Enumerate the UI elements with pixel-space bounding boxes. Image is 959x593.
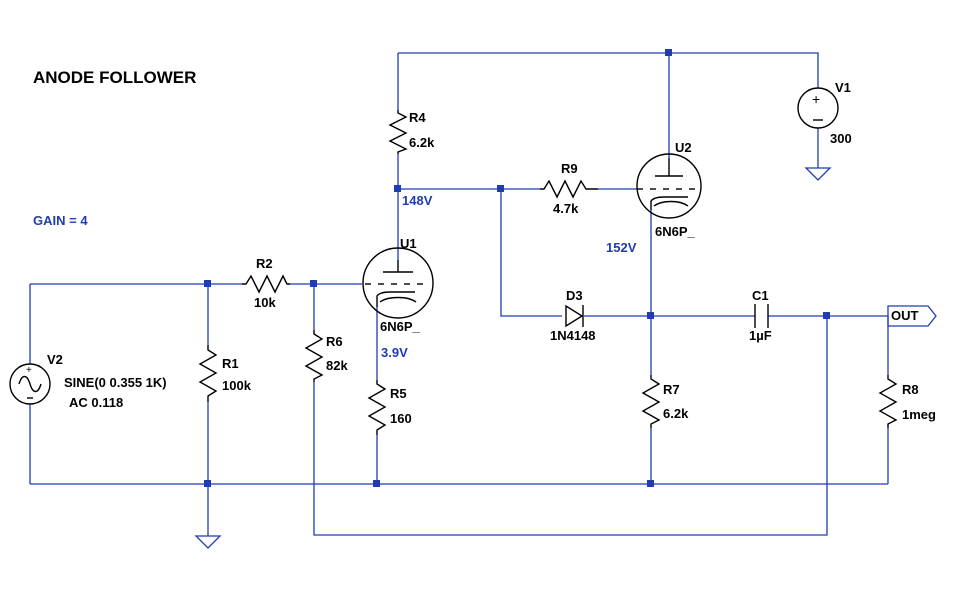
r9-name: R9 [561, 161, 578, 176]
junction-node [823, 312, 830, 319]
resistor-r1[interactable] [198, 345, 218, 402]
plus-icon: + [26, 365, 32, 376]
ground-icon [194, 535, 222, 549]
v1-name: V1 [835, 80, 851, 95]
diode-d3[interactable] [565, 304, 584, 328]
u1-name: U1 [400, 236, 417, 251]
triode-u2[interactable] [636, 153, 702, 219]
resistor-r6[interactable] [304, 330, 324, 382]
v1-value: 300 [830, 131, 852, 146]
c1-value: 1µF [749, 328, 772, 343]
r6-value: 82k [326, 358, 348, 373]
output-label: OUT [891, 308, 919, 323]
dc-voltage-source-v1[interactable]: + [797, 87, 839, 129]
junction-node [647, 480, 654, 487]
v2-ac-value: AC 0.118 [69, 395, 123, 410]
junction-node [497, 185, 504, 192]
d3-name: D3 [566, 288, 583, 303]
resistor-r4[interactable] [388, 110, 408, 154]
u1-value: 6N6P_ [380, 319, 421, 334]
capacitor-c1[interactable] [754, 304, 769, 328]
output-port[interactable] [887, 305, 937, 327]
d3-value: 1N4148 [550, 328, 596, 343]
c1-name: C1 [752, 288, 769, 303]
gain-annotation: GAIN = 4 [33, 213, 88, 228]
v2-name: V2 [47, 352, 63, 367]
junction-node [665, 49, 672, 56]
r5-name: R5 [390, 386, 407, 401]
junction-node [647, 312, 654, 319]
r1-name: R1 [222, 356, 239, 371]
u2-cathode-voltage: 152V [606, 240, 637, 255]
plus-icon: + [812, 91, 820, 107]
u1-anode-voltage: 148V [402, 193, 433, 208]
v2-value: SINE(0 0.355 1K) [64, 375, 167, 390]
r8-value: 1meg [902, 407, 936, 422]
r4-value: 6.2k [409, 135, 435, 150]
schematic-title: ANODE FOLLOWER [33, 68, 196, 87]
junction-node [394, 185, 401, 192]
wires [29, 52, 889, 536]
resistor-r5[interactable] [367, 380, 387, 435]
r6-name: R6 [326, 334, 343, 349]
triode-u1[interactable] [362, 247, 434, 319]
ground-icon [804, 167, 832, 181]
u2-value: 6N6P_ [655, 224, 696, 239]
junction-node [204, 280, 211, 287]
r2-value: 10k [254, 295, 276, 310]
junctions [204, 49, 830, 487]
resistor-r2[interactable] [242, 274, 290, 294]
r7-name: R7 [663, 382, 680, 397]
r9-value: 4.7k [553, 201, 579, 216]
resistor-r8[interactable] [878, 375, 898, 428]
resistor-r7[interactable] [641, 375, 661, 428]
junction-node [373, 480, 380, 487]
r4-name: R4 [409, 110, 426, 125]
r2-name: R2 [256, 256, 273, 271]
u1-cathode-voltage: 3.9V [381, 345, 408, 360]
r7-value: 6.2k [663, 406, 689, 421]
r1-value: 100k [222, 378, 252, 393]
sine-source-v2[interactable]: + [9, 363, 51, 405]
r5-value: 160 [390, 411, 412, 426]
r8-name: R8 [902, 382, 919, 397]
junction-node [310, 280, 317, 287]
u2-name: U2 [675, 140, 692, 155]
junction-node [204, 480, 211, 487]
resistor-r9[interactable] [540, 179, 598, 199]
